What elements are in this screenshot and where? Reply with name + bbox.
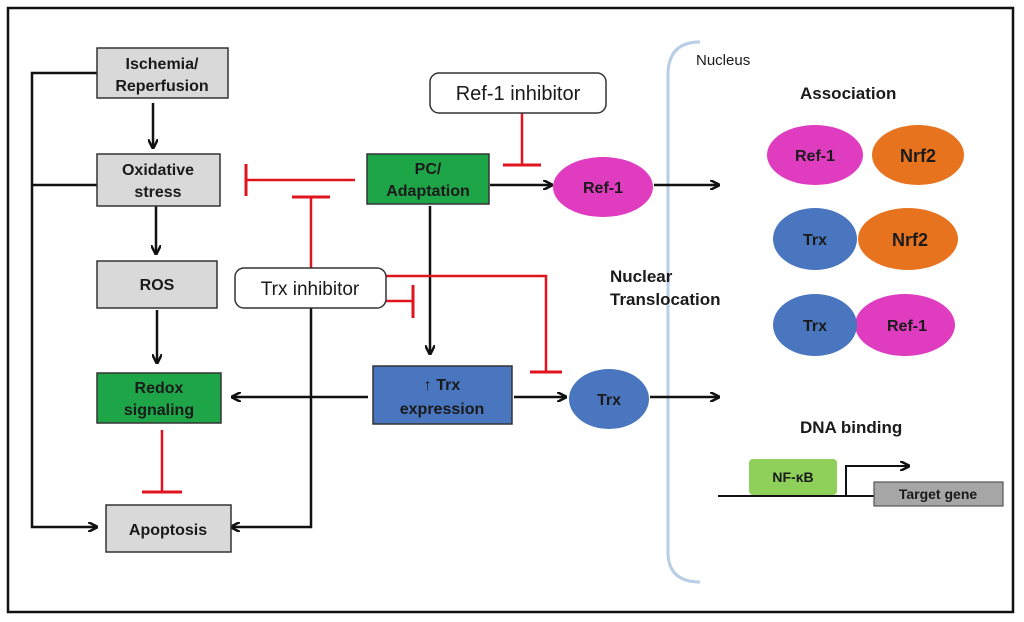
box-ischemia-line1: Ischemia/ (126, 56, 199, 73)
box-redox-signaling: Redox signaling (96, 372, 222, 424)
translocation-line1: Nuclear (610, 267, 673, 286)
box-pc-adaptation: PC/ Adaptation (366, 153, 490, 205)
trx-inhibitor-box: Trx inhibitor (234, 267, 387, 309)
ref1-inhibitor-label: Ref-1 inhibitor (456, 83, 581, 105)
box-apoptosis: Apoptosis (105, 504, 232, 553)
pair-ref1-nrf2: Ref-1 Nrf2 (767, 125, 964, 185)
pair-trx-ref1: Trx Ref-1 (773, 294, 955, 356)
nfkb-box: NF-κB (749, 459, 837, 495)
loop-line-left (30, 71, 97, 527)
arrow-trxinh-apoptosis (232, 308, 313, 527)
pair-trx-nrf2: Trx Nrf2 (773, 208, 958, 270)
ref1-oval-label: Ref-1 (583, 180, 623, 197)
nfkb-label: NF-κB (772, 469, 813, 485)
box-trxexpr-line1: ↑ Trx (424, 377, 461, 394)
target-gene-box: Target gene (873, 481, 1004, 507)
trx-oval-label: Trx (597, 392, 621, 409)
ref1-inhibitor-box: Ref-1 inhibitor (429, 72, 607, 114)
trx-inhibitor-label: Trx inhibitor (261, 279, 360, 300)
box-redox-line2: signaling (124, 402, 194, 419)
box-pc-line1: PC/ (415, 161, 442, 178)
target-gene-label: Target gene (899, 486, 978, 502)
nucleus-membrane (666, 40, 701, 584)
pair2-right-label: Nrf2 (892, 230, 928, 250)
inhibit-trxinh-right (386, 274, 548, 372)
dna-binding-title: DNA binding (800, 418, 902, 437)
box-ischemia-line2: Reperfusion (115, 78, 208, 95)
box-oxidative-line1: Oxidative (122, 162, 194, 179)
box-ros-label: ROS (140, 277, 175, 294)
pair1-left-label: Ref-1 (795, 148, 835, 165)
transcription-start-arrow (845, 466, 908, 496)
pair3-right-label: Ref-1 (887, 318, 927, 335)
trx-oval: Trx (569, 369, 649, 429)
pair1-right-label: Nrf2 (900, 146, 936, 166)
box-apoptosis-label: Apoptosis (129, 522, 207, 539)
box-trx-expression: ↑ Trx expression (372, 365, 513, 425)
box-oxidative-stress: Oxidative stress (96, 153, 221, 207)
box-trxexpr-line2: expression (400, 401, 484, 418)
pair2-left-label: Trx (803, 232, 827, 249)
box-redox-line1: Redox (135, 380, 184, 397)
association-title: Association (800, 84, 896, 103)
box-pc-line2: Adaptation (386, 183, 470, 200)
nucleus-label: Nucleus (696, 52, 750, 69)
ref1-oval: Ref-1 (553, 157, 653, 217)
box-oxidative-line2: stress (134, 184, 181, 201)
box-ros: ROS (96, 260, 218, 309)
translocation-line2: Translocation (610, 290, 721, 309)
box-ischemia: Ischemia/ Reperfusion (96, 47, 229, 99)
pair3-left-label: Trx (803, 318, 827, 335)
